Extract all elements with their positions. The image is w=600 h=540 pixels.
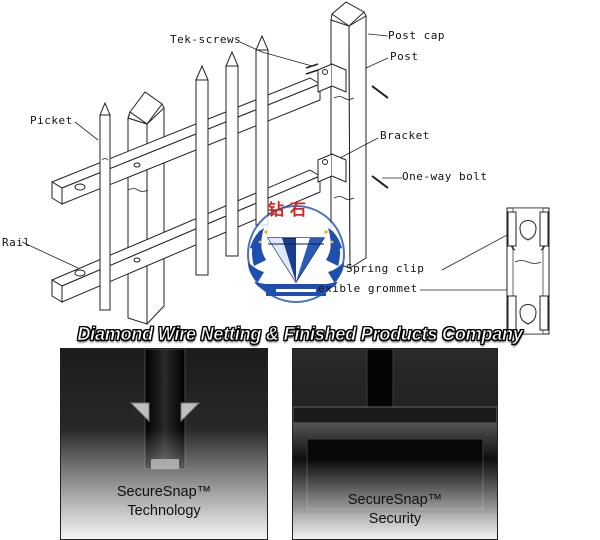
label-picket: Picket [30, 114, 73, 127]
caption-technology: SecureSnap™ Technology [61, 483, 267, 521]
label-post: Post [390, 50, 419, 63]
logo-sparkles [258, 230, 334, 244]
rail-snap-photo [293, 349, 497, 539]
caption-security: SecureSnap™ Security [293, 491, 497, 529]
photo-securesnap-security: SecureSnap™ Security [292, 348, 498, 540]
spring-clip-detail [506, 207, 550, 335]
caption-security-line1: SecureSnap™ [347, 492, 443, 508]
diamond-icon [266, 237, 326, 284]
picket-snap-photo [61, 349, 267, 539]
photo-securesnap-technology: SecureSnap™ Technology [60, 348, 268, 540]
label-tek-screws: Tek-screws [170, 33, 242, 46]
label-bracket: Bracket [380, 129, 430, 142]
caption-technology-line2: Technology [127, 503, 201, 519]
label-post-cap: Post cap [388, 29, 445, 42]
lower-bracket [317, 153, 347, 183]
company-logo [247, 205, 345, 303]
one-way-bolts [371, 85, 389, 189]
left-post [127, 91, 165, 326]
caption-security-line2: Security [368, 511, 422, 527]
company-banner: Diamond Wire Netting & Finished Products… [77, 324, 523, 345]
label-one-way-bolt: One-way bolt [402, 170, 488, 183]
pickets [99, 34, 269, 311]
upper-bracket [305, 63, 347, 93]
logo-characters: 钻石 [268, 200, 313, 219]
label-spring-clip: Spring clip [346, 262, 425, 275]
label-rail: Rail [2, 236, 31, 249]
label-grommet: exible grommet [318, 282, 418, 295]
caption-technology-line1: SecureSnap™ [116, 484, 212, 500]
